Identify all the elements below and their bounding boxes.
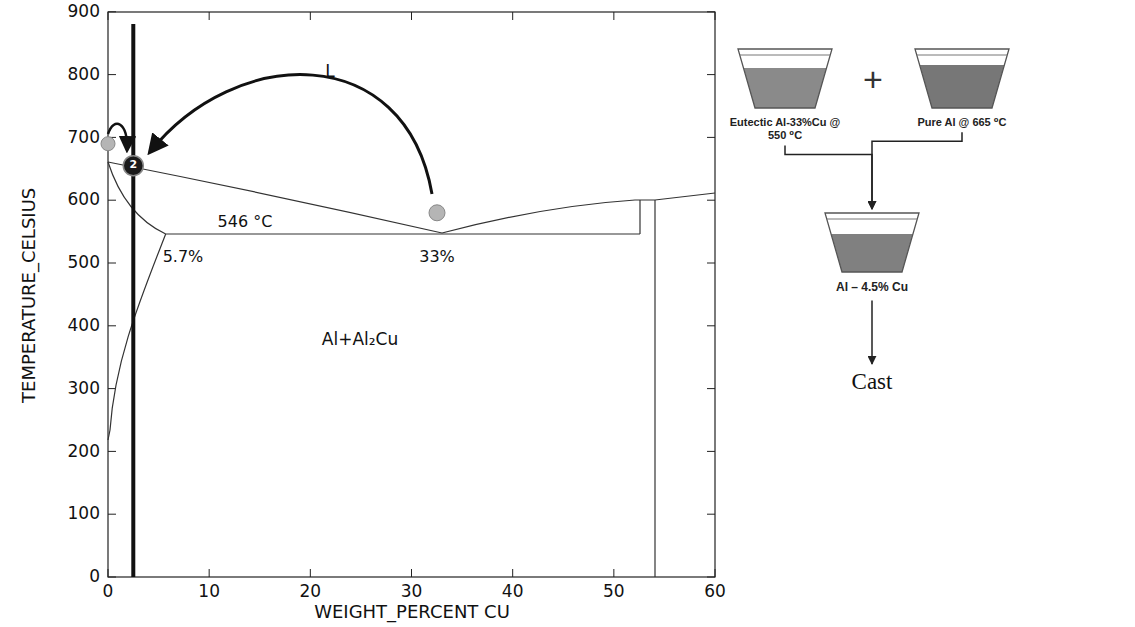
axis-tick: [512, 569, 513, 577]
mix-point: [123, 156, 143, 176]
axis-tick: [715, 12, 716, 20]
tick-label: 20: [300, 582, 322, 602]
composition-label: 33%: [419, 248, 455, 266]
axis-tick: [310, 569, 311, 577]
liquidus-line: [108, 162, 442, 233]
tick-label: 50: [603, 582, 625, 602]
axis-tick: [707, 388, 715, 389]
crucible: Pure Al @ 665 ⁰C: [897, 48, 1027, 129]
tick-label: 0: [103, 582, 114, 602]
crucible-outline: [825, 213, 919, 272]
crucible-rim: [917, 55, 1007, 56]
melt-fill: [920, 65, 1004, 108]
axis-tick: [512, 12, 513, 20]
phase-label: Al+Al₂Cu: [322, 330, 398, 350]
axis-tick: [707, 11, 715, 12]
axis-tick: [411, 12, 412, 20]
axis-tick: [707, 451, 715, 452]
axis-tick: [108, 569, 109, 577]
axis-tick: [209, 12, 210, 20]
axis-tick: [108, 74, 116, 75]
crucible-rim: [740, 55, 830, 56]
axis-tick: [715, 569, 716, 577]
crucible: Al – 4.5% Cu: [812, 212, 932, 294]
crucible-caption: Al – 4.5% Cu: [812, 280, 932, 294]
tick-label: 800: [68, 65, 100, 85]
phase-lines: [108, 162, 715, 577]
crucible-outline: [915, 49, 1009, 108]
melt-fill: [831, 234, 913, 272]
axis-tick: [613, 569, 614, 577]
composition-line: [131, 24, 135, 577]
mixing-arrow: [108, 124, 127, 150]
axis-tick: [411, 569, 412, 577]
eutectic-line: [166, 233, 640, 234]
axis-ticks: [108, 12, 715, 577]
axis-tick: [707, 200, 715, 201]
axis-title: WEIGHT_PERCENT CU: [314, 602, 510, 623]
tick-label: 700: [68, 128, 100, 148]
axis-tick: [108, 200, 116, 201]
crucible-rim: [827, 219, 917, 220]
process-arrow: [871, 300, 873, 364]
state-dot: [101, 137, 115, 151]
process-arrow: [872, 132, 962, 209]
state-dot: [429, 205, 445, 221]
axis-tick: [108, 11, 116, 12]
tick-label: 900: [68, 2, 100, 22]
plot-frame: [108, 12, 715, 577]
step-label: Cast: [832, 368, 912, 396]
tick-label: 100: [68, 504, 100, 524]
temperature-label: 546 °C: [216, 213, 275, 231]
phase-boundary: [654, 200, 655, 577]
composition-label: 5.7%: [163, 248, 204, 266]
axis-tick: [209, 569, 210, 577]
axis-tick: [707, 514, 715, 515]
axis-tick: [310, 12, 311, 20]
axis-tick: [108, 263, 116, 264]
axis-tick: [613, 12, 614, 20]
tick-label: 0: [89, 567, 100, 587]
point-number: 2: [129, 159, 137, 172]
axis-tick: [108, 451, 116, 452]
process-arrow: [785, 145, 872, 209]
axis-tick: [108, 514, 116, 515]
axis-tick: [707, 137, 715, 138]
solvus-line: [108, 234, 166, 440]
phase-boundary: [639, 200, 640, 234]
tick-label: 400: [68, 316, 100, 336]
crucible-outline: [738, 49, 832, 108]
tick-label: 40: [502, 582, 524, 602]
tick-label: 10: [198, 582, 220, 602]
tick-label: 30: [401, 582, 423, 602]
phase-label: L: [325, 62, 334, 82]
tick-label: 60: [704, 582, 726, 602]
crucible: Eutectic Al-33%Cu @ 550 ⁰C: [726, 48, 844, 142]
axis-tick: [707, 74, 715, 75]
crucible-shape: [824, 212, 920, 274]
process-step: Cast: [832, 368, 912, 396]
crucible-shape: [914, 48, 1010, 110]
axis-tick: [108, 325, 116, 326]
axis-tick: [108, 12, 109, 20]
crucible-caption: Eutectic Al-33%Cu @ 550 ⁰C: [726, 116, 844, 142]
tick-label: 300: [68, 379, 100, 399]
mixing-arrow: [150, 75, 432, 194]
plus-sign: +: [863, 60, 883, 99]
tick-label: 600: [68, 190, 100, 210]
axis-tick: [707, 577, 715, 578]
crucible-shape: [737, 48, 833, 110]
crucible-caption: Pure Al @ 665 ⁰C: [897, 116, 1027, 129]
axis-tick: [707, 325, 715, 326]
tick-label: 500: [68, 253, 100, 273]
axis-tick: [108, 577, 116, 578]
melt-fill: [744, 68, 827, 108]
axis-tick: [707, 263, 715, 264]
axis-title: TEMPERATURE_CELSIUS: [20, 187, 41, 402]
liquidus-line: [442, 193, 715, 233]
tick-label: 200: [68, 442, 100, 462]
